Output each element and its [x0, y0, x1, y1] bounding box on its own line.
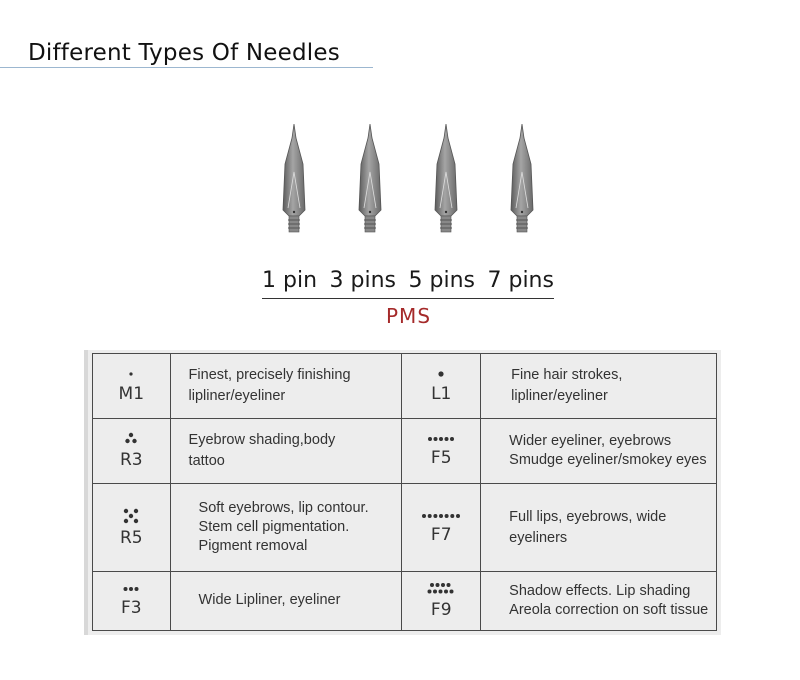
description-line: Full lips, eyebrows, wide: [509, 508, 667, 525]
description-line: Fine hair strokes,: [511, 367, 623, 384]
description-line: tattoo: [188, 453, 225, 470]
triangle-three-dots-icon: [125, 432, 137, 444]
needle-code-cell: R3: [92, 418, 171, 485]
needle-description: Shadow effects. Lip shading Areola corre…: [480, 570, 717, 632]
title-underline: [0, 67, 373, 68]
description-line: Shadow effects. Lip shading: [509, 582, 691, 599]
needle-code-cell: L1: [401, 352, 482, 420]
needle-code-cell: R5: [92, 483, 171, 572]
needle-types-table-panel: M1 Finest, precisely finishing lipliner/…: [84, 350, 721, 635]
needle-code-cell: F5: [401, 418, 482, 485]
five-dots-row-icon: [428, 437, 455, 442]
quincunx-five-dots-icon: [124, 508, 139, 523]
pms-divider: [262, 298, 554, 299]
table-row: R5 Soft eyebrows, lip contour. Stem cell…: [92, 483, 717, 572]
single-dot-icon: [129, 372, 133, 376]
single-dot-icon: [438, 371, 444, 377]
needle-description: Soft eyebrows, lip contour. Stem cell pi…: [169, 483, 403, 572]
needle-description: Fine hair strokes, lipliner/eyeliner: [480, 352, 717, 420]
pin-label-1: 1 pin: [262, 268, 318, 293]
pin-count-labels: 1 pin 3 pins 5 pins 7 pins: [262, 268, 554, 293]
needle-code: L1: [431, 384, 452, 405]
description-line: Areola correction on soft tissue: [509, 601, 709, 618]
needle-description: Finest, precisely finishing lipliner/eye…: [169, 352, 403, 420]
three-dots-row-icon: [123, 586, 139, 591]
needle-code: F5: [430, 448, 452, 469]
table-row: M1 Finest, precisely finishing lipliner/…: [92, 352, 717, 420]
description-line: Finest, precisely finishing: [188, 367, 351, 384]
description-line: eyeliners: [509, 529, 568, 546]
needle-description: Wider eyeliner, eyebrows Smudge eyeliner…: [480, 418, 717, 485]
needle-description: Eyebrow shading,body tattoo: [169, 418, 403, 485]
description-line: Eyebrow shading,body: [188, 432, 336, 449]
pin-label-7: 7 pins: [487, 268, 554, 293]
description-line: Smudge eyeliner/smokey eyes: [509, 452, 707, 469]
pms-label: PMS: [386, 304, 432, 328]
pin-label-3: 3 pins: [329, 268, 396, 293]
table-row: F3 Wide Lipliner, eyeliner F9 Shadow eff…: [92, 570, 717, 632]
description-line: Stem cell pigmentation.: [198, 519, 350, 536]
seven-dots-row-icon: [422, 513, 461, 518]
needle-cartridge-7-pins-icon: [510, 124, 534, 233]
needle-illustrations: [282, 124, 534, 233]
needle-code-cell: F3: [92, 570, 171, 632]
needle-cartridge-3-pins-icon: [358, 124, 382, 233]
needle-code-cell: F9: [401, 570, 482, 632]
pin-label-5: 5 pins: [408, 268, 475, 293]
needle-code: R3: [119, 450, 143, 471]
description-line: Wide Lipliner, eyeliner: [198, 592, 341, 609]
needle-code: F3: [120, 597, 142, 618]
needle-code: F9: [430, 599, 452, 620]
needle-code: R5: [119, 527, 143, 548]
needle-code: F7: [430, 524, 452, 545]
needle-types-table: M1 Finest, precisely finishing lipliner/…: [92, 352, 717, 632]
description-line: Wider eyeliner, eyebrows: [509, 433, 672, 450]
table-row: R3 Eyebrow shading,body tattoo F5 Wider …: [92, 418, 717, 485]
needle-description: Full lips, eyebrows, wide eyeliners: [480, 483, 717, 572]
needle-cartridge-5-pins-icon: [434, 124, 458, 233]
description-line: lipliner/eyeliner: [511, 388, 608, 405]
description-line: lipliner/eyeliner: [188, 388, 286, 405]
needle-cartridge-1-pin-icon: [282, 124, 306, 233]
needle-code-cell: M1: [92, 352, 171, 420]
description-line: Soft eyebrows, lip contour.: [198, 500, 369, 517]
needle-description: Wide Lipliner, eyeliner: [169, 570, 403, 632]
description-line: Pigment removal: [198, 538, 308, 555]
needle-code-cell: F7: [401, 483, 482, 572]
nine-dots-staggered-icon: [427, 582, 454, 594]
page-title: Different Types Of Needles: [28, 40, 340, 66]
needle-code: M1: [118, 384, 145, 405]
